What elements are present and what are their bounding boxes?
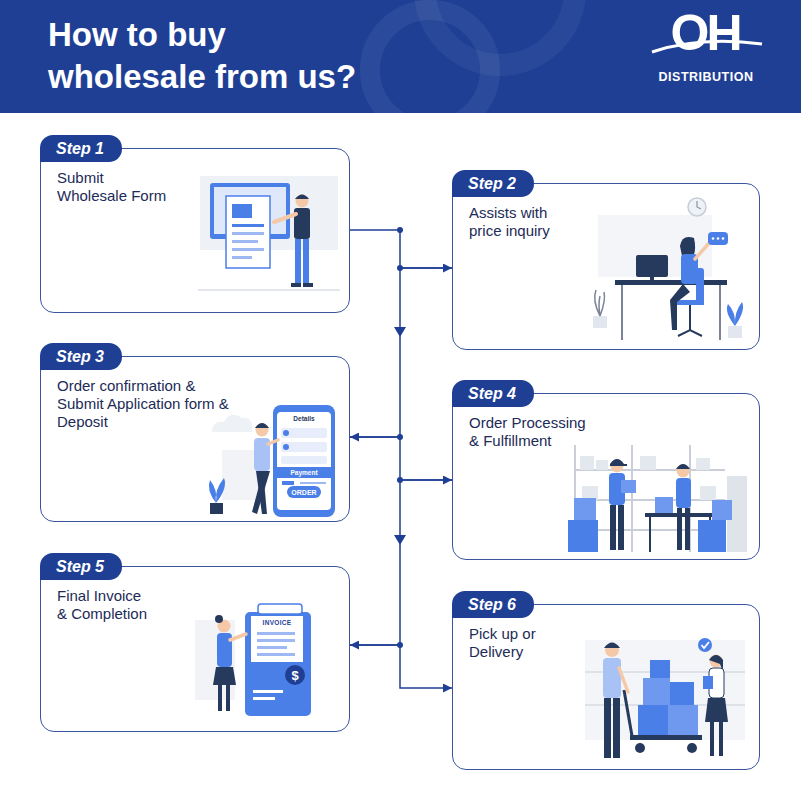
logo-text: DISTRIBUTION [659,71,754,84]
step-tab: Step 2 [452,170,534,197]
step-description: Order confirmation & Submit Application … [57,377,235,431]
flow-connector [350,480,452,645]
illustration-text: INVOICE [263,620,292,627]
illustration-text: $ [291,669,298,682]
step-description: Submit Wholesale Form [57,169,172,205]
step-description: Assists with price inquiry [469,204,559,240]
step-description: Order Processing & Fulfillment [469,414,591,450]
step-card: Step 5Final Invoice & Completion [40,566,350,732]
illustration-text: Details [293,416,314,423]
step-card: Step 3Order confirmation & Submit Applic… [40,356,350,522]
flow-connector [350,268,452,437]
step-card: Step 2Assists with price inquiry [452,183,760,350]
junction-dot [397,642,403,648]
step-tab: Step 3 [40,343,122,370]
step-tab: Step 4 [452,380,534,407]
junction-dot [397,434,403,440]
flow-arrow [394,327,406,337]
step-tab: Step 5 [40,553,122,580]
logo-text: OH [671,8,740,58]
junction-dot [397,265,403,271]
step-description: Pick up or Delivery [469,625,544,661]
junction-dot [397,477,403,483]
step-card: Step 6Pick up or Delivery [452,604,760,770]
bus-junctions [394,227,406,648]
illustration-text: ORDER [291,489,316,496]
flow-arrow [394,535,406,545]
illustration-text: Payment [290,470,317,477]
junction-dot [397,227,403,233]
step-tab: Step 1 [40,135,122,162]
step-card: Step 4Order Processing & Fulfillment [452,393,760,560]
step-description: Final Invoice & Completion [57,587,152,623]
step-card: Step 1Submit Wholesale Form [40,148,350,313]
title-text: How to buy wholesale from us? [48,14,373,98]
flow-connector [350,230,452,268]
header-watermark [425,0,575,65]
step-tab: Step 6 [452,591,534,618]
flow-connector [350,437,452,480]
flow-connector [350,645,452,688]
